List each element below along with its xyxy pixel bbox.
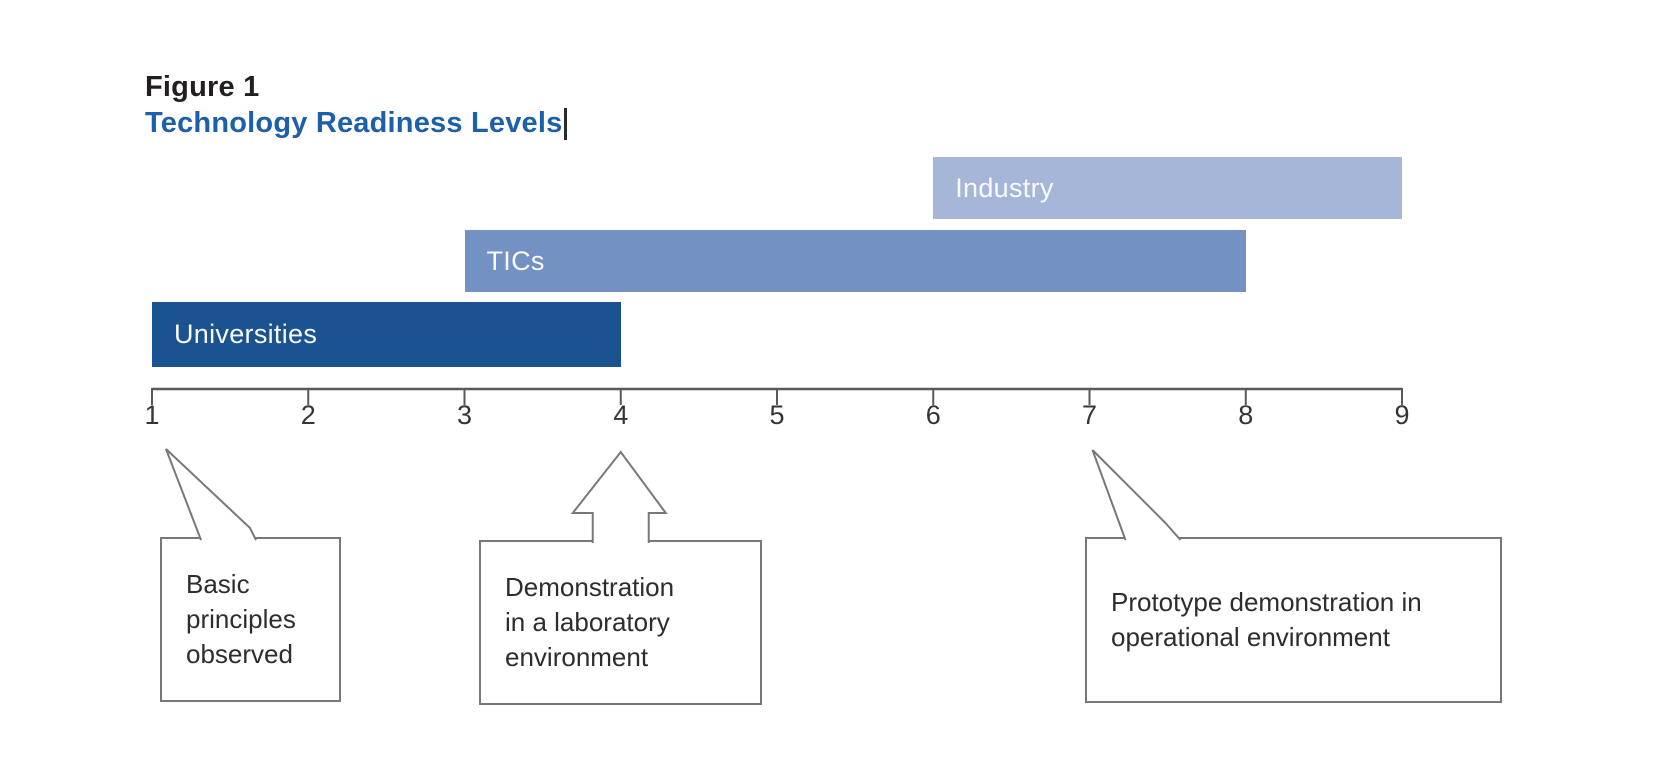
callout-tail-left	[165, 448, 257, 541]
axis-tick-label: 7	[1081, 400, 1098, 430]
axis-tick-label: 4	[613, 400, 629, 430]
axis-tick-label: 6	[925, 400, 941, 430]
bar-industry: Industry	[933, 157, 1402, 219]
callout-laboratory-demonstration: Demonstration in a laboratory environmen…	[479, 540, 762, 705]
callout-text: Prototype demonstration in operational e…	[1111, 587, 1422, 652]
callout-text: Basic principles observed	[186, 569, 296, 669]
callout-text: Demonstration in a laboratory environmen…	[505, 572, 675, 672]
callout-arrow-up	[570, 450, 668, 543]
callout-tail-right	[1091, 449, 1182, 541]
axis-tick-label: 3	[456, 400, 473, 430]
axis-tick-label: 9	[1394, 400, 1410, 430]
callout-prototype-demonstration: Prototype demonstration in operational e…	[1085, 537, 1502, 703]
axis-tick-label: 2	[300, 400, 316, 430]
figure-label: Figure 1	[145, 71, 260, 103]
bar-universities: Universities	[152, 302, 621, 367]
bar-label: Universities	[174, 319, 318, 349]
bar-label: TICs	[486, 245, 545, 276]
axis-tick-label: 5	[769, 400, 785, 430]
text-cursor	[564, 107, 568, 140]
callout-basic-principles: Basic principles observed	[160, 537, 341, 702]
axis-tick-label: 1	[144, 400, 160, 430]
figure-title-row: Technology Readiness Levels	[145, 107, 568, 140]
axis-tick-label: 8	[1238, 400, 1254, 430]
bar-tics: TICs	[464, 230, 1246, 292]
figure-title: Technology Readiness Levels	[145, 107, 563, 139]
bar-label: Industry	[955, 172, 1054, 203]
